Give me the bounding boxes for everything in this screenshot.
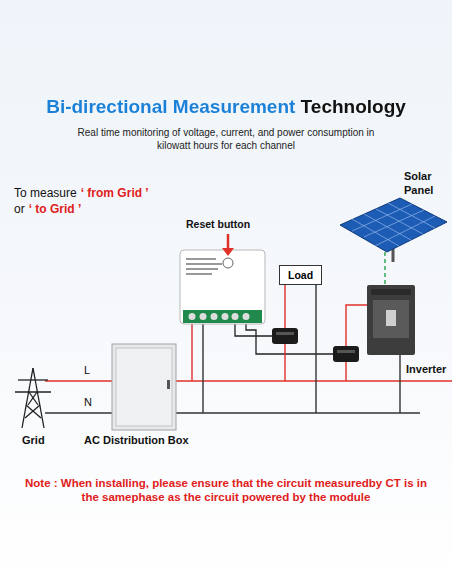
label: Grid xyxy=(22,434,62,448)
label: or xyxy=(14,202,25,216)
label: L xyxy=(84,364,98,378)
label: Real time monitoring of voltage, current… xyxy=(66,127,386,152)
inverter-neutral-wire xyxy=(399,355,400,413)
label: AC Distribution Box xyxy=(84,434,214,448)
module-neutral-wire xyxy=(202,323,203,413)
label: ‘ to Grid ’ xyxy=(29,202,82,216)
reset-arrowhead xyxy=(222,248,234,256)
live-line xyxy=(45,380,452,382)
node-text: Load xyxy=(288,269,313,281)
label: Note : When installing, please ensure th… xyxy=(22,476,430,505)
neutral-line xyxy=(45,412,420,413)
reset-arrow xyxy=(227,234,230,249)
ct-clamp xyxy=(333,346,359,362)
measure-line: To measure ‘ from Grid ’ xyxy=(14,186,194,202)
meter-module xyxy=(180,250,265,324)
ct-clamp xyxy=(272,328,298,344)
title-text: Bi-directional Measurement Technology xyxy=(46,96,406,117)
measure-line: or ‘ to Grid ’ xyxy=(14,202,194,218)
label: To measure xyxy=(14,186,77,200)
pv-wire xyxy=(384,252,385,285)
label: N xyxy=(84,396,98,410)
measure-note: To measure ‘ from Grid ’ or ‘ to Grid ’ xyxy=(14,186,194,217)
label: Reset button xyxy=(186,218,266,231)
distribution-cabinet xyxy=(112,344,176,430)
page-title: Bi-directional Measurement Technology xyxy=(0,96,452,118)
ct-wire xyxy=(246,323,334,354)
module-live-wire xyxy=(191,323,192,381)
solar-panel xyxy=(340,198,447,262)
load-box: Load xyxy=(279,265,322,285)
label: Inverter xyxy=(406,363,450,377)
label: Solar Panel xyxy=(404,170,450,198)
load-neutral-wire xyxy=(315,280,316,413)
inverter-breaker xyxy=(367,285,415,355)
grid-tower xyxy=(15,368,51,428)
inverter-live-wire xyxy=(346,305,367,381)
label: ‘ from Grid ’ xyxy=(81,186,149,200)
